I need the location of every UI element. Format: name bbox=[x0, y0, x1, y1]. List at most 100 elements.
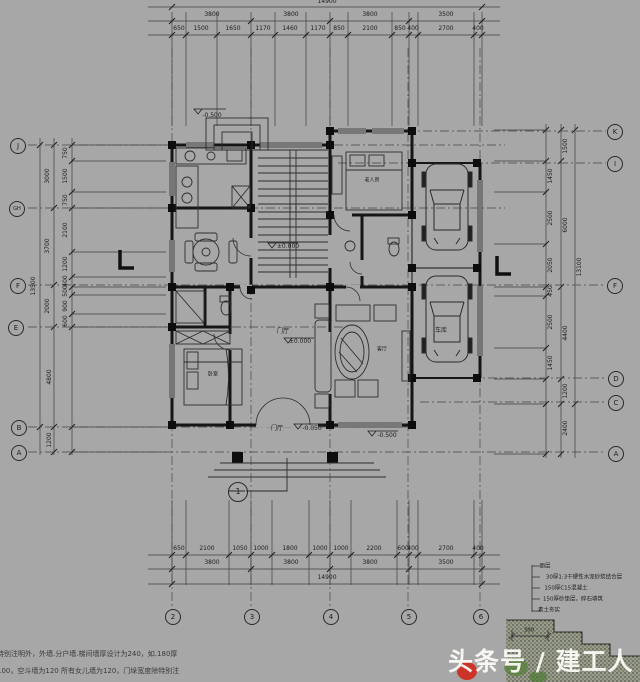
axis-bubble-1: 1 bbox=[228, 482, 248, 502]
wall-openings bbox=[169, 128, 483, 428]
dimension-label: 2700 bbox=[438, 25, 454, 32]
elevation-label: -0.050 bbox=[302, 425, 322, 432]
detail-dimension bbox=[508, 630, 552, 641]
dimension-label: 600 bbox=[62, 315, 69, 327]
dimension-label: 2200 bbox=[366, 545, 382, 552]
dimension-label: 1170 bbox=[255, 25, 271, 32]
dimension-label: 2100 bbox=[362, 25, 378, 32]
dimension-label: 1170 bbox=[310, 25, 326, 32]
dimension-label: 3800 bbox=[283, 11, 299, 18]
axis-bubble-F: F bbox=[10, 278, 26, 294]
room-label: 门厅 bbox=[270, 425, 284, 432]
elevation-label: -0.500 bbox=[377, 432, 397, 439]
callout-label: 素土夯实 bbox=[537, 607, 561, 614]
general-note-line-1: 除特别注明外，外墙.分户墙.梯间墙厚设计为240，如.180厚 bbox=[0, 650, 178, 658]
dimension-label: 600 bbox=[397, 545, 409, 552]
dimension-label: 1050 bbox=[232, 545, 248, 552]
dimension-label: 2500 bbox=[547, 210, 554, 226]
dimension-label: 400 bbox=[407, 545, 419, 552]
axis-bubble-J: J bbox=[10, 138, 26, 154]
dimension-label: 3800 bbox=[362, 11, 378, 18]
watermark-text: 头条号 / 建工人 bbox=[448, 647, 634, 676]
car-1 bbox=[421, 163, 473, 251]
room-label: 车库 bbox=[434, 327, 448, 334]
dimension-label: 400 bbox=[472, 25, 484, 32]
step-detail-drawing bbox=[457, 565, 640, 682]
axis-bubble-I: I bbox=[607, 156, 623, 172]
stairs bbox=[258, 149, 328, 278]
dimension-label: 14900 bbox=[317, 0, 337, 5]
callout-label: 30厚1:3干硬性水泥砂浆结合层 bbox=[545, 574, 623, 581]
dimension-lines bbox=[39, 6, 576, 585]
axis-bubble-3: 3 bbox=[244, 609, 260, 625]
dimension-label: 400 bbox=[472, 545, 484, 552]
dimension-label: 1200 bbox=[46, 432, 53, 448]
dimension-label: 450 bbox=[547, 285, 554, 297]
dimension-label: 500 bbox=[62, 285, 69, 297]
axis-bubble-A: A bbox=[608, 446, 624, 462]
dimension-label: 400 bbox=[407, 25, 419, 32]
room-label: 卧室 bbox=[207, 371, 219, 378]
car-2 bbox=[421, 275, 473, 363]
furniture bbox=[175, 117, 411, 478]
axis-bubble-5: 5 bbox=[401, 609, 417, 625]
dimension-label: 650 bbox=[173, 545, 185, 552]
dimension-label: 1000 bbox=[333, 545, 349, 552]
dimension-label: 3800 bbox=[362, 559, 378, 566]
door-swings bbox=[213, 214, 363, 426]
callout-label: 面层 bbox=[539, 563, 551, 570]
dimension-label: 2100 bbox=[199, 545, 215, 552]
axis-bubble-6: 6 bbox=[473, 609, 489, 625]
dimension-label: 3500 bbox=[438, 11, 454, 18]
car-icons bbox=[421, 163, 473, 363]
axis-bubble-A: A bbox=[11, 445, 27, 461]
dimension-label: 850 bbox=[394, 25, 406, 32]
elevation-label: ±0.000 bbox=[288, 338, 312, 345]
dimension-label: 2400 bbox=[562, 420, 569, 436]
general-note-line-2: 为100，空斗墙为120 所有女儿墙为120，门垛宽度除特别注 bbox=[0, 667, 180, 675]
dimension-label: 850 bbox=[333, 25, 345, 32]
dimension-label: 3800 bbox=[283, 559, 299, 566]
callout-label: 150厚砂垫层，碎石填筑 bbox=[543, 596, 603, 603]
dimension-label: 2100 bbox=[62, 222, 69, 238]
axis-bubble-F: F bbox=[607, 278, 623, 294]
axis-bubble-E: E bbox=[8, 320, 24, 336]
dimension-label: 14900 bbox=[317, 574, 337, 581]
dimension-label: 2500 bbox=[547, 314, 554, 330]
dimension-label: 1500 bbox=[562, 138, 569, 154]
elevation-label: -0.500 bbox=[202, 112, 222, 119]
dimension-label: 1460 bbox=[282, 25, 298, 32]
dimension-label: 3700 bbox=[44, 238, 51, 254]
dimension-label: 1800 bbox=[282, 545, 298, 552]
dimension-label: 1450 bbox=[547, 168, 554, 184]
dimension-label: 4800 bbox=[46, 369, 53, 385]
callout-label: 150厚C15混凝土 bbox=[544, 585, 588, 592]
dimension-label: 1200 bbox=[62, 256, 69, 272]
dimension-label: 13500 bbox=[30, 276, 37, 296]
axis-bubble-2: 2 bbox=[165, 609, 181, 625]
dimension-label: 3800 bbox=[204, 559, 220, 566]
walls bbox=[170, 129, 414, 427]
room-label: 门厅 bbox=[276, 328, 290, 335]
axis-bubble-B: B bbox=[11, 420, 27, 436]
columns bbox=[168, 127, 481, 463]
dimension-label: 900 bbox=[62, 300, 69, 312]
dimension-label: 1000 bbox=[253, 545, 269, 552]
elevation-markers bbox=[193, 108, 398, 437]
dimension-label: 2000 bbox=[44, 298, 51, 314]
watermark-red-logo bbox=[457, 662, 477, 680]
room-label: 客厅 bbox=[376, 346, 388, 353]
elevation-label: ±0.000 bbox=[276, 243, 300, 250]
dimension-label: 3500 bbox=[438, 559, 454, 566]
dimension-label: 2700 bbox=[438, 545, 454, 552]
dimension-label: 1200 bbox=[562, 383, 569, 399]
axis-bubble-GH: GH bbox=[9, 201, 25, 217]
dimension-label: 2050 bbox=[547, 257, 554, 273]
dimension-label: 1650 bbox=[225, 25, 241, 32]
dimension-label: 3000 bbox=[44, 168, 51, 184]
room-label: 老人房 bbox=[364, 177, 380, 184]
dimension-label: 1500 bbox=[193, 25, 209, 32]
dimension-label: 1500 bbox=[62, 168, 69, 184]
